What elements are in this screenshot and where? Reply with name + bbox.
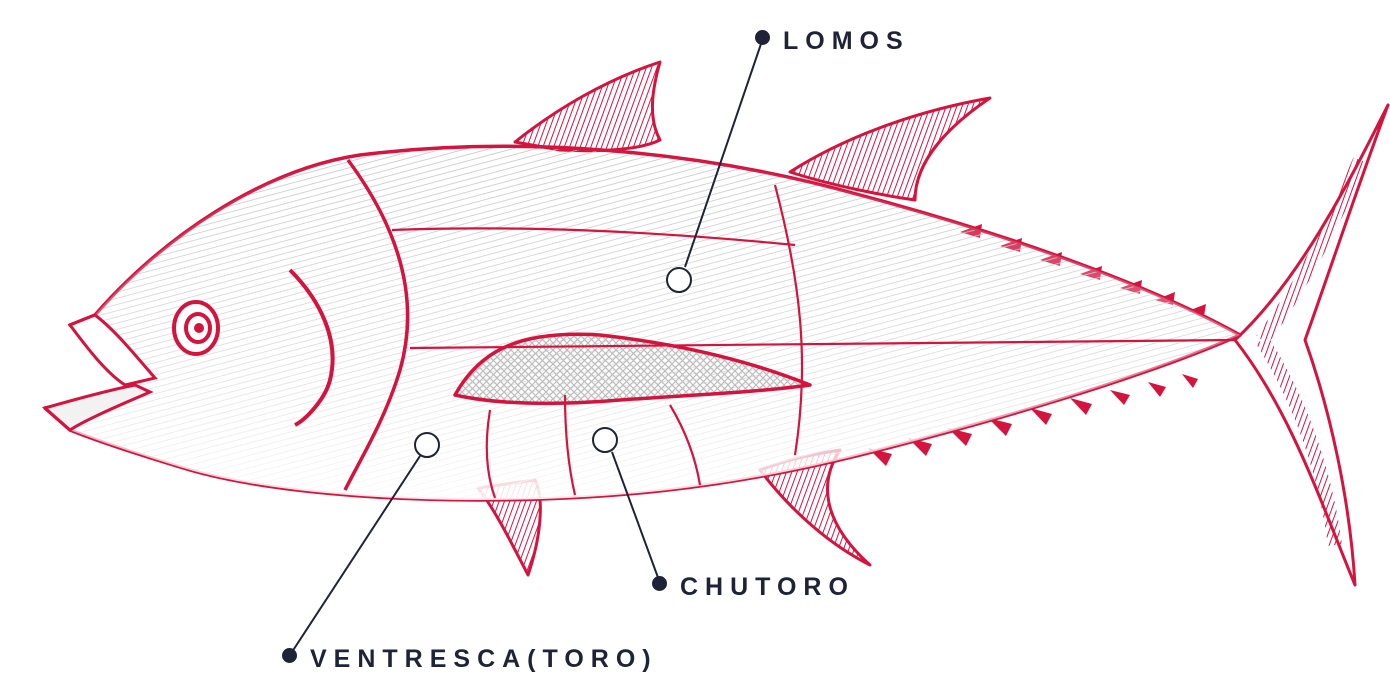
label-lomos: LOMOS — [783, 29, 910, 54]
first-dorsal-fin — [515, 62, 660, 151]
label-chutoro: CHUTORO — [680, 575, 855, 600]
label-ventresca: VENTRESCA(TORO) — [310, 647, 658, 672]
callout-dot-ventresca — [282, 648, 297, 663]
eye — [174, 302, 218, 354]
callout-dot-lomos — [755, 30, 770, 45]
callout-dot-chutoro — [652, 576, 667, 591]
